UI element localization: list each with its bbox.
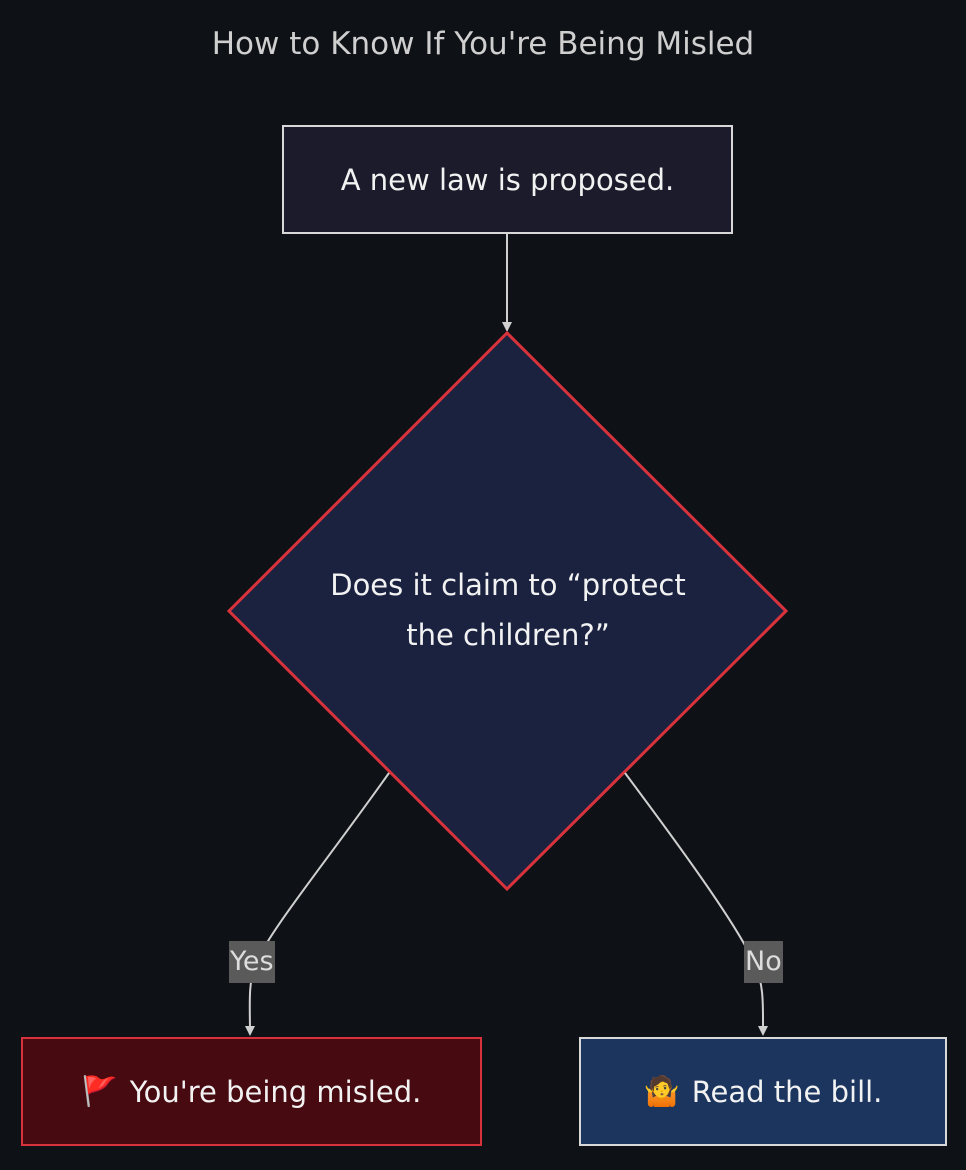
red-flag-icon: 🚩	[81, 1074, 118, 1108]
edge-label-yes: Yes	[229, 941, 275, 983]
edge-label-no: No	[744, 941, 783, 983]
node-read-the-bill: 🤷 Read the bill.	[579, 1037, 947, 1146]
decision-line-2: the children?”	[406, 618, 610, 652]
node-no-label: Read the bill.	[691, 1074, 883, 1109]
decision-line-1: Does it claim to “protect	[330, 568, 686, 602]
node-new-law-proposed: A new law is proposed.	[282, 125, 733, 234]
node-being-misled: 🚩 You're being misled.	[21, 1037, 482, 1146]
edge-decision-to-yes	[244, 772, 390, 1036]
node-decision-label: Does it claim to “protect the children?”	[300, 560, 716, 660]
node-yes-label: You're being misled.	[129, 1074, 422, 1109]
shrug-icon: 🤷	[643, 1074, 680, 1108]
diagram-title: How to Know If You're Being Misled	[211, 26, 755, 62]
decision-diamond	[226, 330, 789, 892]
node-start-label: A new law is proposed.	[340, 162, 675, 197]
edge-decision-to-no	[624, 772, 769, 1036]
